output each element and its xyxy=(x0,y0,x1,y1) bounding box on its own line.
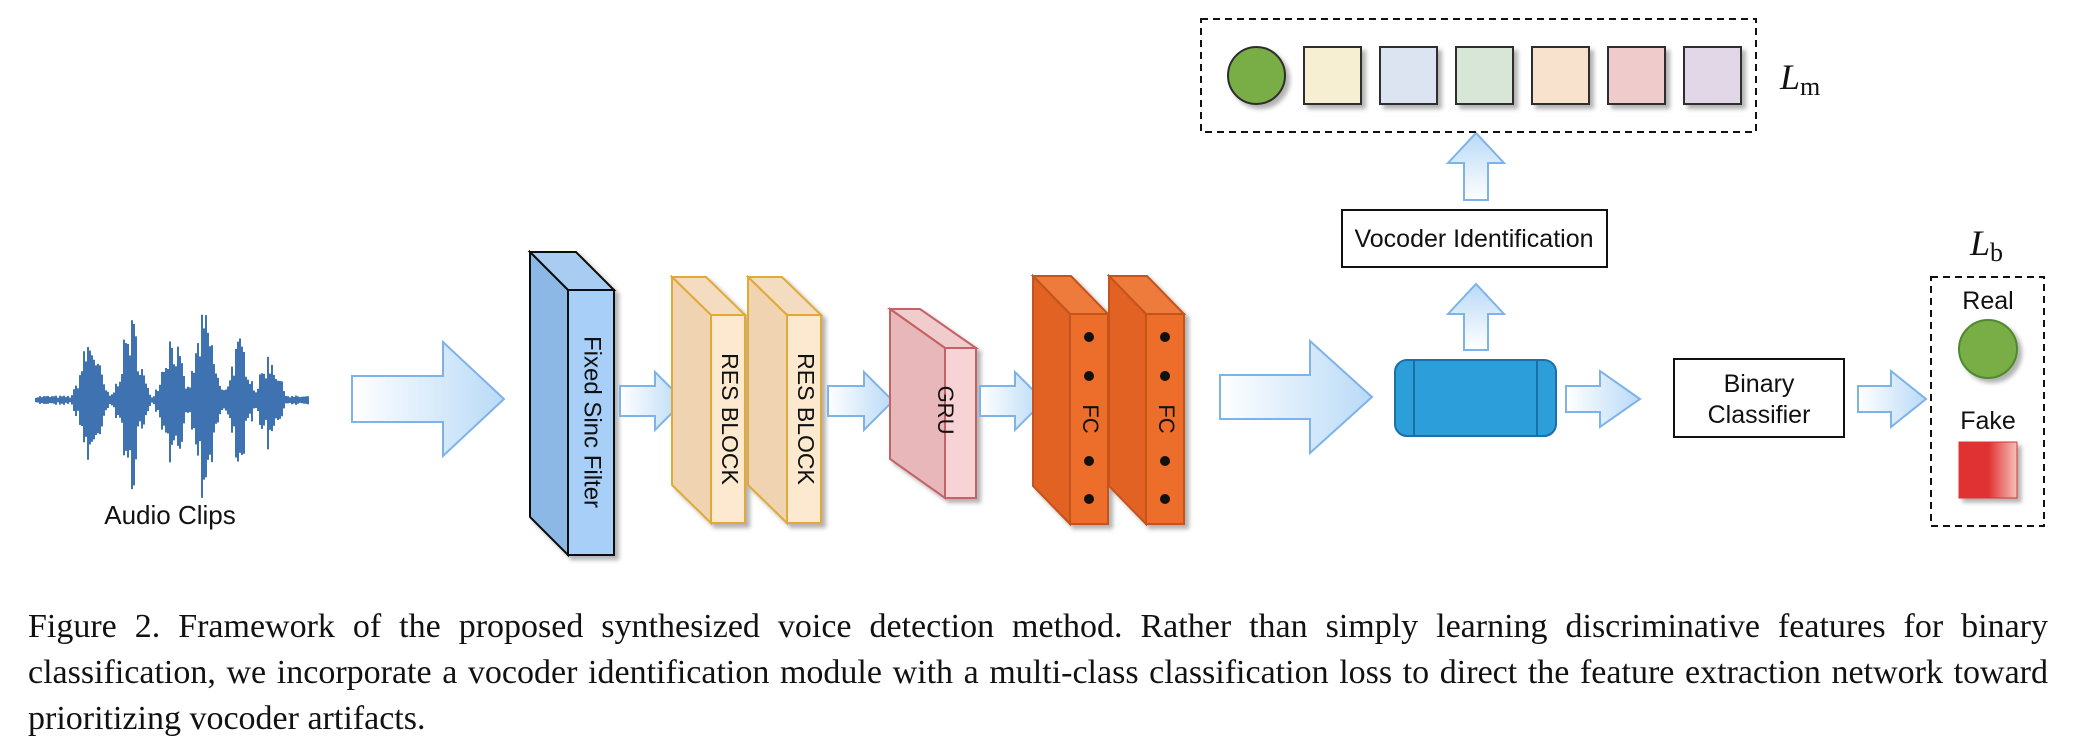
fake-label: Fake xyxy=(1960,407,2016,435)
binary-classifier-box xyxy=(1673,358,1845,438)
fake-output-icon xyxy=(1958,441,2018,499)
arrow-gru-to-fc xyxy=(979,369,1046,433)
fc-block-2 xyxy=(1106,273,1187,527)
vocoder-class-square-3 xyxy=(1455,46,1514,105)
fixed-sinc-filter-label: Fixed Sinc Filter xyxy=(579,336,606,508)
arrow-audio-to-filter xyxy=(351,339,506,459)
arrow-filter-to-res xyxy=(619,369,686,433)
vocoder-class-real-circle xyxy=(1227,46,1286,105)
vocoder-class-square-6 xyxy=(1683,46,1742,105)
arrow-feature-to-vocoder-id xyxy=(1445,282,1507,351)
gru-block xyxy=(886,307,980,500)
figure-caption: Figure 2. Framework of the proposed synt… xyxy=(28,608,2048,737)
fc-block-2-label: FC xyxy=(1154,404,1179,433)
multi-class-output-box xyxy=(1200,18,1757,133)
arrow-vocoder-id-to-classes xyxy=(1445,131,1507,201)
vocoder-class-square-2 xyxy=(1379,46,1438,105)
arrow-binary-to-output xyxy=(1857,368,1928,430)
vocoder-class-square-5 xyxy=(1607,46,1666,105)
vocoder-class-set xyxy=(1227,46,1742,105)
vocoder-identification-box xyxy=(1341,209,1608,268)
arrow-res-to-gru xyxy=(827,369,895,433)
res-block-1 xyxy=(669,274,748,526)
audio-waveform-icon xyxy=(35,314,309,498)
res-block-2-label: RES BLOCK xyxy=(793,353,819,485)
loss-binary-label: Lb xyxy=(1969,223,2003,267)
fc-block-2-neurons xyxy=(1160,332,1170,504)
feature-vector xyxy=(1394,359,1557,437)
audio-clips-label: Audio Clips xyxy=(104,500,236,530)
binary-classifier-label-line1: Binary xyxy=(1724,370,1795,398)
vocoder-class-square-1 xyxy=(1303,46,1362,105)
fc-block-1-neurons xyxy=(1084,332,1094,504)
real-output-icon xyxy=(1958,319,2018,379)
fc-block-1-label: FC xyxy=(1078,404,1103,433)
res-block-2 xyxy=(745,274,824,526)
arrow-feature-to-binary xyxy=(1565,369,1642,429)
binary-classifier-label-line2: Classifier xyxy=(1708,401,1811,429)
vocoder-class-square-4 xyxy=(1531,46,1590,105)
vocoder-identification-label: Vocoder Identification xyxy=(1354,225,1593,253)
fixed-sinc-filter-block xyxy=(527,249,617,558)
arrow-fc-to-feature xyxy=(1219,338,1374,456)
framework-diagram: Audio Clips Fixed Sinc Filter RES BLOCK … xyxy=(35,18,2045,558)
gru-label: GRU xyxy=(933,386,958,435)
loss-multi-label: Lm xyxy=(1779,57,1820,101)
fc-block-1 xyxy=(1030,273,1111,527)
res-block-1-label: RES BLOCK xyxy=(717,353,743,485)
real-label: Real xyxy=(1962,287,2013,315)
